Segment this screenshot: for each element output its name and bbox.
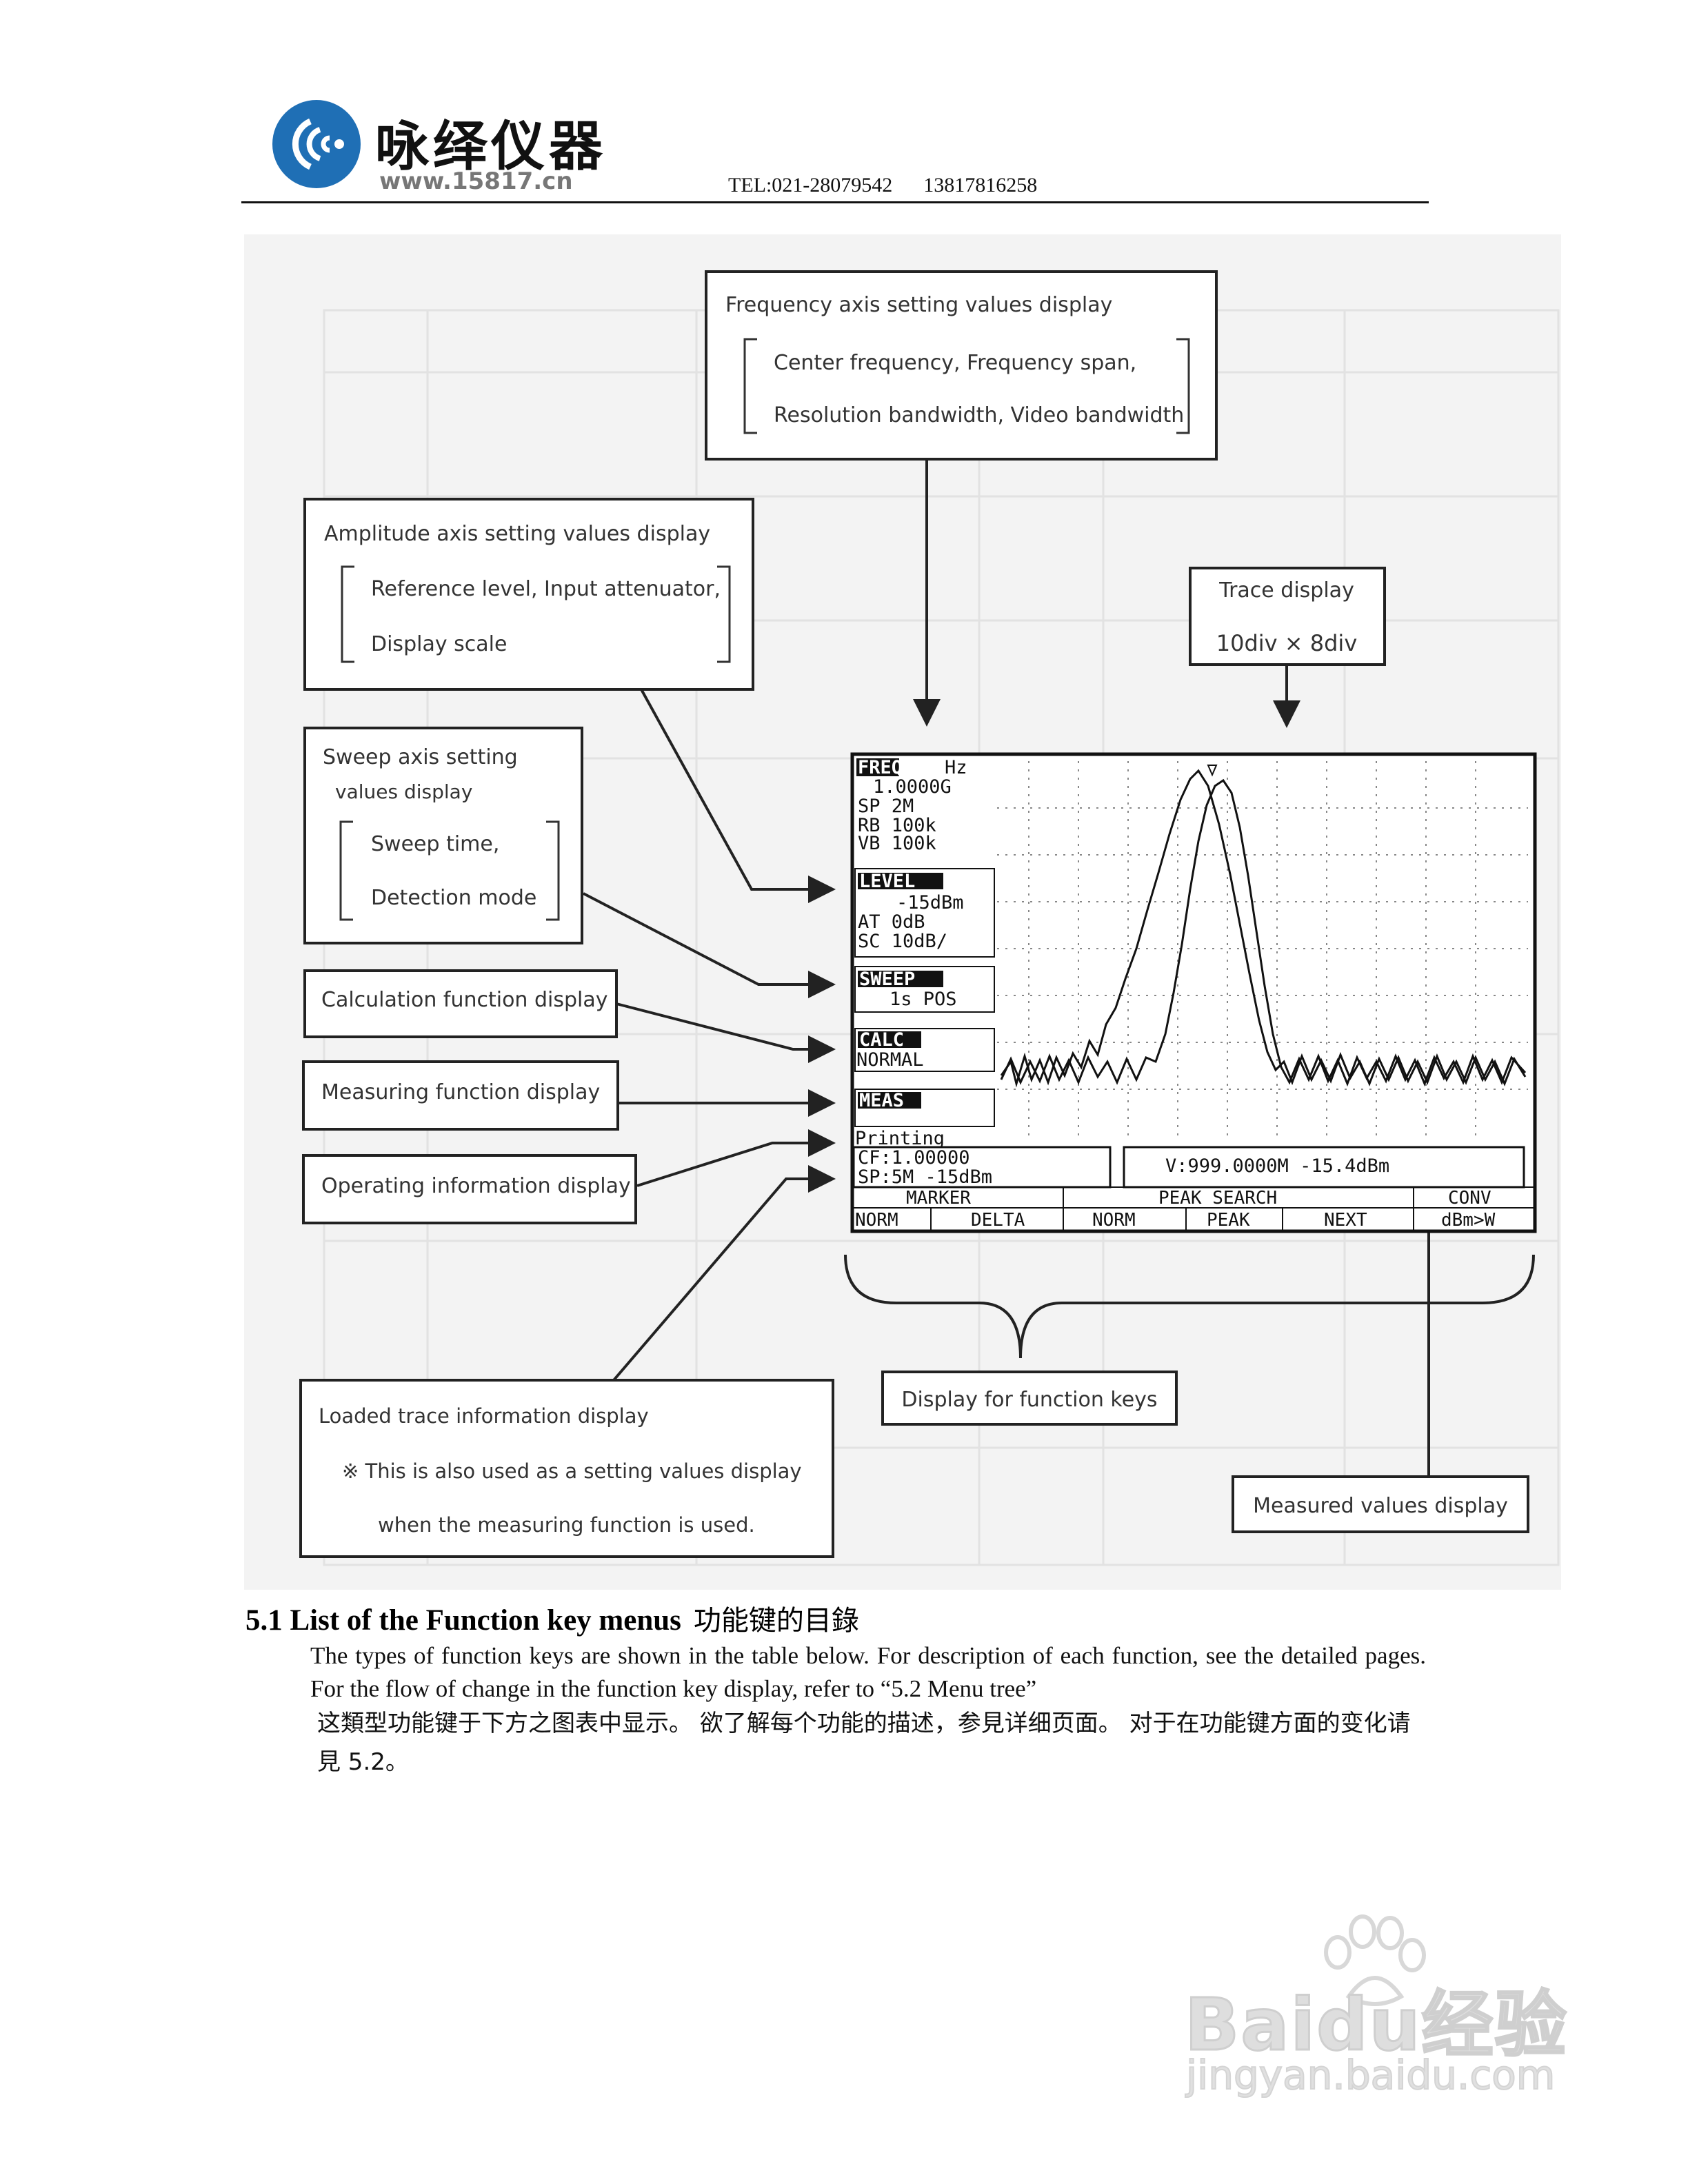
freq-unit: Hz: [945, 757, 967, 778]
trace-box-line: 10div × 8div: [1216, 630, 1358, 656]
softkey-norm-2: NORM: [1092, 1210, 1136, 1231]
attenuator-value: AT 0dB: [858, 911, 925, 933]
sweep-value: 1s POS: [890, 989, 957, 1010]
softkey-next: NEXT: [1324, 1210, 1367, 1231]
scale-value: SC 10dB/: [858, 931, 947, 952]
measured-values-label: Measured values display: [1253, 1494, 1508, 1518]
vbw-value: VB 100k: [858, 833, 936, 854]
group-peak-label: PEAK SEARCH: [1158, 1188, 1277, 1209]
amplitude-box-title: Amplitude axis setting values display: [324, 522, 710, 546]
trace-box-title: Trace display: [1218, 578, 1354, 603]
printing-status: Printing: [855, 1128, 945, 1149]
function-keys-box: Display for function keys: [883, 1372, 1176, 1424]
marker-readout: V:999.0000M -15.4dBm: [1165, 1155, 1389, 1177]
amplitude-axis-box: Amplitude axis setting values display Re…: [305, 499, 753, 689]
sweep-axis-box: Sweep axis setting values display Sweep …: [305, 728, 582, 943]
frequency-box-title: Frequency axis setting values display: [725, 293, 1112, 317]
watermark-url: jingyan.baidu.com: [1186, 2052, 1555, 2099]
operating-box: Operating information display: [303, 1155, 636, 1223]
sweep-box-title2: values display: [335, 780, 472, 803]
frequency-axis-box: Frequency axis setting values display Ce…: [706, 272, 1216, 459]
amplitude-box-line2: Display scale: [371, 632, 507, 656]
calc-value: NORMAL: [856, 1049, 924, 1071]
measuring-box-label: Measuring function display: [321, 1080, 600, 1104]
softkey-norm-1: NORM: [855, 1210, 898, 1231]
softkey-delta: DELTA: [971, 1210, 1025, 1231]
loaded-box-title: Loaded trace information display: [319, 1404, 649, 1428]
calc-tag: CALC: [859, 1029, 904, 1051]
calculation-box-label: Calculation function display: [321, 988, 608, 1012]
span-value: SP 2M: [858, 796, 914, 817]
spectrum-analyzer-screen-diagram: Frequency axis setting values display Ce…: [244, 234, 1561, 1590]
measuring-box: Measuring function display: [303, 1062, 618, 1129]
trace-display-box: Trace display 10div × 8div: [1190, 568, 1385, 665]
measured-values-box: Measured values display: [1233, 1477, 1528, 1532]
header-divider: [241, 201, 1429, 203]
frequency-box-line1: Center frequency, Frequency span,: [774, 351, 1136, 375]
freq-value: 1.0000G: [873, 776, 952, 798]
softkey-dbm-w: dBm>W: [1441, 1210, 1496, 1231]
amplitude-box-line1: Reference level, Input attenuator,: [371, 577, 721, 601]
frequency-box-line2: Resolution bandwidth, Video bandwidth: [774, 403, 1184, 427]
section-heading-cn: 功能键的目錄: [694, 1605, 859, 1637]
freq-tag: FREQ: [858, 757, 903, 778]
calculation-box: Calculation function display: [305, 971, 616, 1037]
header-contact: TEL:021-28079542 13817816258: [728, 174, 1037, 197]
analyzer-screen: FREQ Hz 1.0000G SP 2M RB 100k VB 100k LE…: [852, 754, 1535, 1231]
function-keys-label: Display for function keys: [901, 1388, 1157, 1412]
sweep-box-line1: Sweep time,: [371, 832, 499, 856]
softkey-peak: PEAK: [1207, 1210, 1250, 1231]
loaded-box-note1: ※ This is also used as a setting values …: [342, 1459, 802, 1483]
level-value: -15dBm: [896, 892, 964, 913]
loaded-box-note2: when the measuring function is used.: [378, 1513, 755, 1537]
sweep-box-line2: Detection mode: [371, 886, 536, 910]
sp-readout: SP:5M -15dBm: [858, 1166, 992, 1188]
meas-tag: MEAS: [859, 1090, 904, 1111]
paragraph-chinese: 这類型功能键于下方之图表中显示。 欲了解每个功能的描述，参見详细页面。 对于在功…: [317, 1704, 1427, 1781]
loaded-trace-box: Loaded trace information display ※ This …: [301, 1380, 833, 1557]
level-tag: LEVEL: [859, 871, 915, 892]
sweep-tag: SWEEP: [859, 969, 915, 990]
paragraph-english: The types of function keys are shown in …: [310, 1639, 1426, 1706]
group-conv-label: CONV: [1448, 1188, 1491, 1209]
group-marker-label: MARKER: [906, 1188, 971, 1209]
section-heading-en: 5.1 List of the Function key menus: [245, 1604, 681, 1637]
operating-box-label: Operating information display: [321, 1174, 631, 1198]
cf-readout: CF:1.00000: [858, 1147, 970, 1169]
sweep-box-title1: Sweep axis setting: [323, 745, 518, 769]
company-logo-icon: [270, 98, 363, 190]
section-heading: 5.1 List of the Function key menus 功能键的目錄: [245, 1598, 859, 1638]
brand-url: www.15817.cn: [379, 168, 573, 195]
